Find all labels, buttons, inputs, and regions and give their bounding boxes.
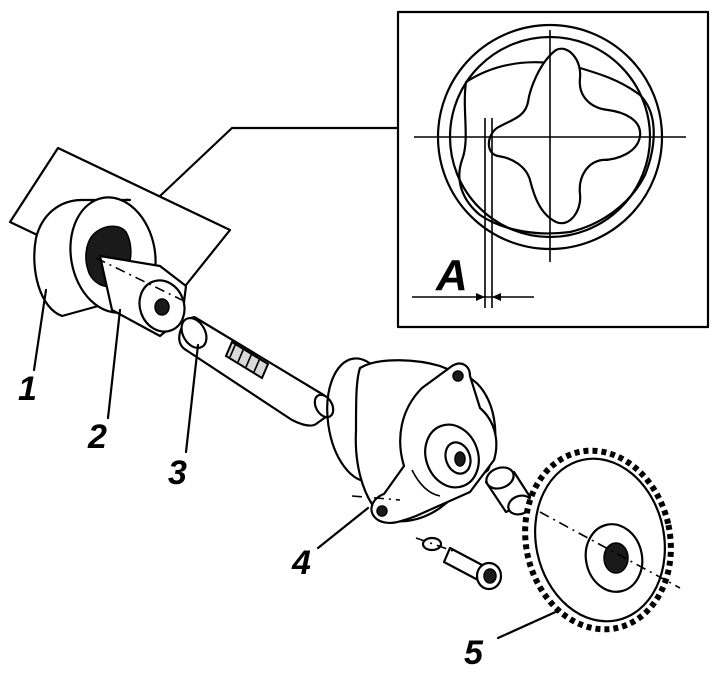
label-part-1: 1 [18,370,37,408]
leader-2 [106,308,122,420]
coupling-hole [154,298,170,316]
label-part-4: 4 [291,544,311,582]
dimension-arrow-left [476,293,485,301]
inset-leader-line [158,126,400,198]
inset-frame [396,10,710,329]
gear-bore [603,542,629,574]
spline-line [245,352,253,368]
label-part-2: 2 [87,418,107,456]
leader-3 [184,343,200,454]
flange-hole-top [452,370,464,382]
label-part-3: 3 [168,454,187,492]
label-A: A [435,251,468,300]
shaft-splines [224,340,270,380]
shaft-end [180,316,208,350]
pump-shaft [178,316,335,427]
bushing [484,466,534,516]
inner-rotor [487,47,642,225]
bolt-socket [483,568,497,584]
rotor-assembly-group [8,146,232,338]
rotor-detail-inset: A [158,10,710,329]
gear-axis [539,511,681,589]
bolt-axis [415,537,457,553]
label-part-5: 5 [464,634,484,672]
pump-housing [326,357,498,525]
washer [421,536,443,552]
spline-line [237,347,245,363]
boss-bore-inner [454,451,466,467]
dimension-arrow-right [492,293,501,301]
spline-line [253,357,261,373]
bolt-assembly [415,536,503,591]
leader-1 [32,288,48,372]
housing-axis [351,495,401,501]
leader-4 [316,506,370,550]
part-callouts: 1 2 3 4 5 [18,288,562,672]
flange-hole-bottom [376,505,388,517]
spline-line [229,342,237,358]
housing-contour [411,469,441,497]
rotor-axis [95,257,183,301]
leader-5 [496,608,562,640]
driven-gear [522,447,681,633]
bushing-end [485,466,515,490]
